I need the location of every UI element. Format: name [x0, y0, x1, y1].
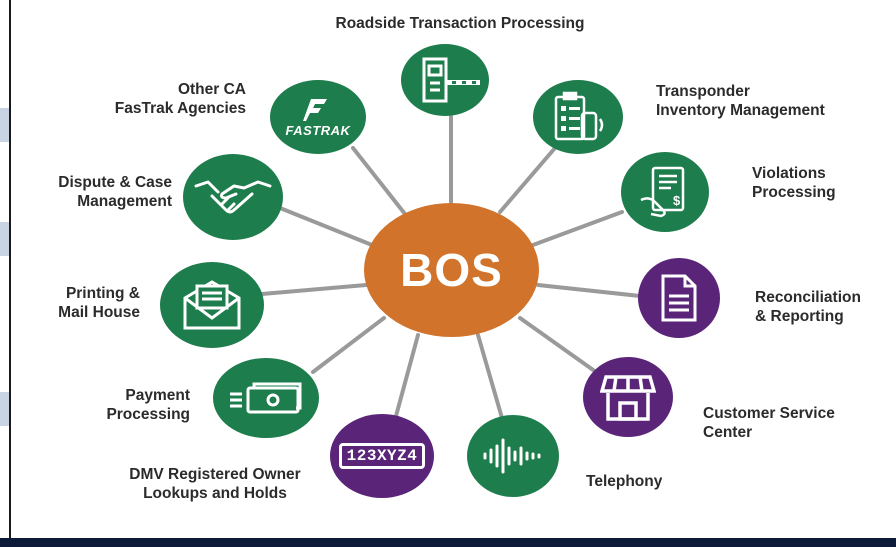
label-payment: Payment Processing: [106, 387, 190, 423]
bos-hub: BOS: [364, 203, 539, 337]
spoke-telephony: [476, 333, 504, 420]
transponder-inventory-icon: [554, 91, 604, 141]
bottom-border: [0, 538, 896, 547]
node-printing: [160, 262, 264, 348]
node-roadside: [401, 44, 489, 116]
node-reconciliation: [638, 258, 720, 338]
node-dmv: 123XYZ4: [330, 414, 434, 498]
label-printing: Printing & Mail House: [58, 285, 140, 321]
fastrak-logo-text: FasTrak: [285, 122, 351, 138]
spoke-customer-service: [518, 316, 598, 374]
toll-booth-icon: [422, 57, 480, 103]
node-violations: $: [621, 152, 709, 232]
spoke-dmv: [394, 333, 420, 418]
storefront-icon: [600, 375, 656, 421]
left-tab: [0, 108, 9, 142]
sound-wave-icon: [483, 438, 541, 474]
label-violations: Violations Processing: [752, 165, 836, 201]
left-border: [0, 0, 11, 547]
label-transponder: Transponder Inventory Management: [656, 83, 825, 119]
node-payment: [213, 358, 319, 438]
hub-label: BOS: [400, 244, 503, 296]
cash-icon: [230, 382, 302, 414]
label-customer-service: Customer Service Center: [703, 405, 835, 441]
spoke-payment: [311, 316, 386, 374]
svg-text:$: $: [673, 193, 681, 208]
label-roadside: Roadside Transaction Processing: [335, 15, 585, 32]
invoice-hand-icon: $: [640, 166, 685, 218]
spoke-reconciliation: [536, 283, 642, 298]
node-transponder: [533, 80, 623, 154]
node-customer-service: [583, 357, 673, 437]
node-dispute: [183, 154, 283, 240]
left-tab: [0, 392, 9, 426]
handshake-icon: [194, 180, 272, 214]
envelope-icon: [183, 280, 241, 330]
plate-text: 123XYZ4: [346, 447, 418, 465]
fastrak-logo-icon: FasTrak: [286, 97, 351, 138]
spoke-violations: [531, 210, 624, 247]
spoke-transponder: [498, 146, 557, 214]
label-fastrak: Other CA FasTrak Agencies: [114, 81, 246, 117]
label-reconciliation: Reconciliation & Reporting: [755, 289, 861, 325]
label-dispute: Dispute & Case Management: [58, 174, 172, 210]
label-dmv: DMV Registered Owner Lookups and Holds: [129, 466, 301, 502]
document-icon: [661, 274, 697, 322]
spoke-fastrak: [351, 146, 407, 216]
spoke-printing: [260, 283, 368, 296]
node-fastrak: FasTrak: [270, 80, 366, 154]
left-tab: [0, 222, 9, 256]
spoke-dispute: [278, 206, 374, 247]
license-plate-icon: 123XYZ4: [338, 443, 426, 469]
node-telephony: [467, 415, 559, 497]
label-telephony: Telephony: [586, 473, 663, 490]
